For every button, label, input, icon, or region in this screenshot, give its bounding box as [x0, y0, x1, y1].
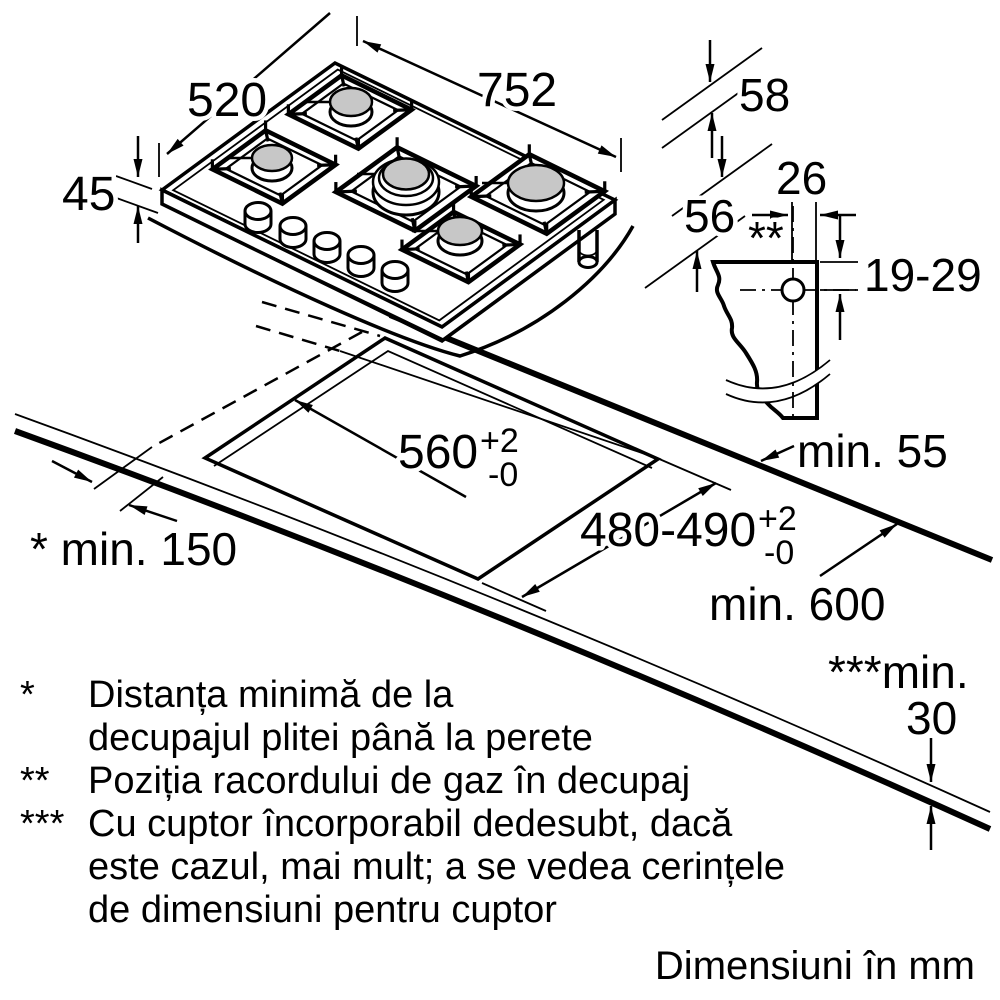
dim-45-ext-bottom	[110, 195, 159, 214]
min150-arrow-left	[51, 459, 93, 484]
dim-58-ext-bottom	[661, 75, 763, 149]
min150-arrow-right	[128, 503, 178, 523]
footnote-line: Cu cuptor încorporabil dedesubt, dacă	[88, 803, 733, 845]
wall-line	[388, 312, 994, 563]
gas-pipe	[577, 230, 599, 269]
footnote-1-text: Distanța minimă de la decupajul plitei p…	[88, 674, 593, 760]
dim-480-ext-lower	[481, 582, 547, 612]
break-line-2	[725, 373, 831, 404]
label-560: 560	[398, 426, 478, 479]
side-reference-line	[119, 476, 164, 512]
worktop-front-bottom-edge	[13, 428, 992, 832]
dim-45-ext-top	[115, 175, 153, 190]
label-480-tol-minus: -0	[764, 534, 794, 572]
hidden-inner-edge	[255, 324, 341, 353]
dim-56-ext-top	[671, 143, 773, 217]
label-560-tol-plus: +2	[480, 422, 519, 460]
dim-752-line	[362, 39, 617, 159]
footnote-line: decupajul plitei până la perete	[88, 717, 593, 759]
label-min-55: min. 55	[797, 425, 948, 477]
label-752: 752	[477, 64, 557, 117]
cutout-left-edge-extension-dashed	[151, 330, 363, 449]
label-560-tol-minus: -0	[488, 456, 518, 494]
label-19-29: 19-29	[864, 249, 982, 301]
dimension-labels: 520 752 45 58 56 26 ** 19-29 560 +2 -0 4…	[26, 60, 987, 749]
gas-connection-point	[780, 277, 806, 303]
cutout-left-edge-extension	[93, 446, 153, 490]
burner	[208, 120, 340, 207]
dim-480-line	[521, 481, 717, 599]
footnote-3-text: Cu cuptor încorporabil dedesubt, dacă es…	[88, 803, 785, 932]
knob	[312, 231, 342, 264]
footnote-3: *** Cu cuptor încorporabil dedesubt, dac…	[20, 803, 980, 932]
break-line-1	[725, 359, 831, 390]
footnote-3-marker: ***	[20, 803, 65, 845]
footnote-line: de dimensiuni pentru cuptor	[88, 889, 557, 931]
knob	[243, 201, 273, 234]
label-480-490: 480-490	[580, 504, 756, 557]
cutout-opening	[201, 336, 662, 581]
dim-58-ext-top	[661, 47, 763, 121]
footnotes-block: * Distanța minimă de la decupajul plitei…	[20, 674, 980, 932]
dim-520-line	[166, 12, 331, 155]
min600-arrow	[819, 522, 898, 578]
dim-560-leader	[294, 398, 467, 499]
label-26: 26	[776, 152, 827, 204]
break-band	[726, 360, 830, 403]
min55-arrow	[760, 444, 795, 463]
label-45: 45	[62, 168, 115, 221]
hob-dimensions	[110, 12, 773, 292]
hob-top-surface-inner	[171, 68, 606, 322]
label-min-30-b: 30	[906, 692, 957, 744]
burner	[331, 137, 481, 234]
label-480-tol-plus: +2	[758, 500, 797, 538]
label-56: 56	[684, 190, 735, 242]
footnote-line: Distanța minimă de la	[88, 674, 454, 716]
worktop-front-top-edge	[14, 413, 991, 813]
knob	[380, 260, 410, 293]
hob-lower-body-edge	[147, 216, 635, 358]
knob	[346, 245, 376, 278]
label-520: 520	[187, 74, 267, 127]
label-gas-marker: **	[748, 212, 784, 264]
units-note: Dimensiuni în mm	[654, 944, 975, 988]
cutout-inner-lip	[213, 349, 653, 469]
footnote-1-marker: *	[20, 674, 35, 716]
gas-connection-detail	[710, 202, 858, 420]
knob	[278, 216, 308, 249]
label-min-150: * min. 150	[30, 523, 237, 575]
burner	[284, 65, 416, 152]
burner	[466, 144, 610, 237]
footnote-1: * Distanța minimă de la decupajul plitei…	[20, 674, 980, 760]
label-58: 58	[739, 69, 790, 121]
label-min-600: min. 600	[709, 578, 885, 630]
label-min-30-a: ***min.	[828, 646, 969, 698]
hidden-edge-to-cutout-corner	[261, 300, 381, 338]
footnote-2-text: Poziția racordului de gaz în decupaj	[88, 760, 690, 803]
worktop-cutout-drawing	[13, 300, 994, 850]
footnote-2: ** Poziția racordului de gaz în decupaj	[20, 760, 980, 803]
control-knobs	[243, 201, 410, 293]
footnote-line: Poziția racordului de gaz în decupaj	[88, 760, 691, 802]
hob-edge-step	[169, 207, 610, 341]
burner	[397, 201, 525, 285]
hob-drawing	[147, 60, 635, 358]
footnote-2-marker: **	[20, 760, 50, 802]
hob-edge-band	[160, 187, 617, 344]
footnote-line: este cazul, mai mult; a se vedea cerințe…	[88, 846, 786, 888]
burners	[208, 65, 610, 285]
